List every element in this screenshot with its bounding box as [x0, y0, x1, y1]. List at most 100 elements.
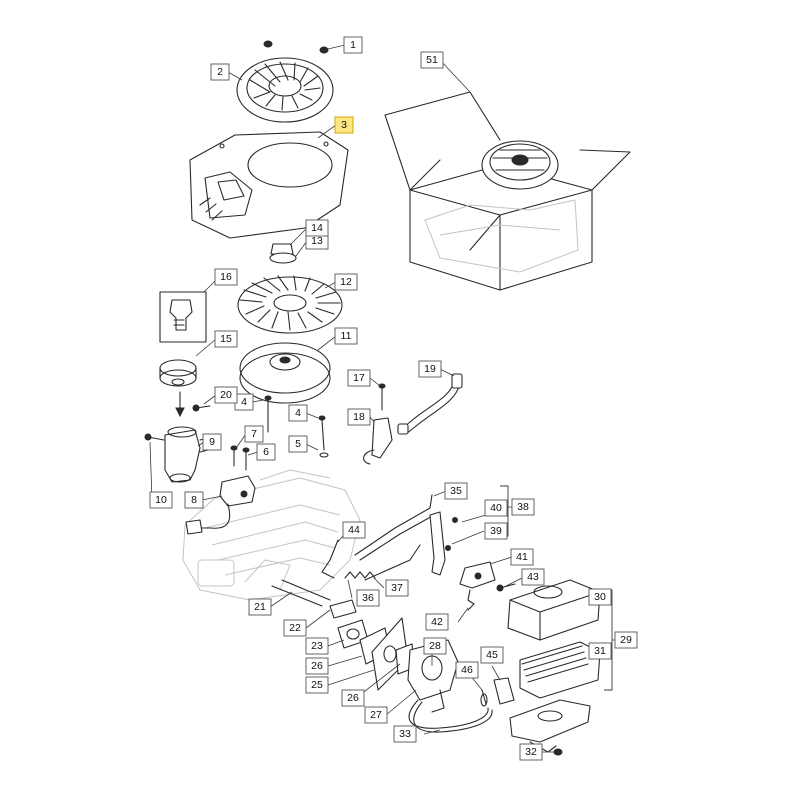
svg-text:38: 38: [517, 501, 529, 513]
callout-18: 18: [347, 408, 371, 426]
callout-22: 22: [283, 619, 307, 637]
callout-17: 17: [347, 369, 371, 387]
callout-26-upper: 26: [305, 657, 329, 675]
callout-32: 32: [519, 743, 543, 761]
blower-housing-part: [189, 131, 349, 239]
callout-36: 36: [356, 589, 380, 607]
callout-46: 46: [455, 661, 479, 679]
fan-part: [237, 275, 343, 334]
callout-3: 3: [334, 116, 354, 134]
svg-text:6: 6: [263, 446, 269, 458]
svg-text:45: 45: [486, 649, 498, 661]
svg-text:19: 19: [424, 363, 436, 375]
svg-text:51: 51: [426, 54, 438, 66]
callout-42: 42: [425, 613, 449, 631]
nut-part-1: [263, 40, 329, 54]
bolt-part-20: [192, 404, 211, 412]
svg-text:36: 36: [362, 592, 374, 604]
svg-text:9: 9: [209, 436, 215, 448]
svg-text:37: 37: [391, 582, 403, 594]
svg-text:21: 21: [254, 601, 266, 613]
callout-43: 43: [521, 568, 545, 586]
bolt-part-4b: [318, 415, 326, 451]
svg-text:33: 33: [399, 728, 411, 740]
callout-9: 9: [202, 433, 222, 451]
starter-gear-part: [159, 291, 207, 343]
nut-part-32: [553, 748, 563, 756]
callout-15: 15: [214, 330, 238, 348]
callout-19: 19: [418, 360, 442, 378]
callout-6: 6: [256, 443, 276, 461]
callout-11: 11: [334, 327, 358, 345]
spring-part-36: [344, 571, 376, 579]
leader-lines: [149, 44, 618, 753]
svg-text:5: 5: [295, 438, 301, 450]
fuel-line-part: [408, 699, 493, 733]
adapter-part-45: [493, 677, 515, 705]
air-filter-cover-part: [507, 579, 601, 641]
rod-part-35: [354, 494, 437, 561]
callout-30: 30: [588, 588, 612, 606]
governor-part-41: [459, 561, 496, 589]
callout-16: 16: [214, 268, 238, 286]
callout-33: 33: [393, 725, 417, 743]
svg-text:14: 14: [311, 222, 323, 234]
callout-13: 13: [305, 232, 329, 250]
cap-part-14: [270, 243, 294, 255]
gasket-part-46: [480, 689, 488, 707]
svg-text:4: 4: [295, 407, 301, 419]
carburetor-part: [407, 639, 459, 713]
gasket-part-22: [329, 599, 357, 619]
bolt-part-6: [242, 447, 250, 471]
clip-part-39: [445, 545, 451, 551]
svg-text:4: 4: [241, 396, 247, 408]
starter-guard-part: [236, 57, 334, 123]
stud-part-21: [271, 579, 331, 607]
svg-text:11: 11: [341, 330, 352, 342]
svg-text:28: 28: [429, 640, 441, 652]
callout-4-flywheel: 4: [234, 393, 254, 411]
callout-4-bolt: 4: [288, 404, 308, 422]
spring-part-37: [364, 544, 421, 581]
lever-part-38: [429, 511, 446, 576]
callout-20: 20: [214, 386, 238, 404]
svg-text:40: 40: [490, 502, 502, 514]
callout-7: 7: [244, 425, 264, 443]
svg-text:12: 12: [340, 276, 352, 288]
engine-block-outline: [182, 469, 361, 601]
callout-51: 51: [420, 51, 444, 69]
svg-text:26: 26: [347, 692, 359, 704]
svg-text:31: 31: [594, 645, 606, 657]
bracket-part-18: [363, 417, 393, 465]
svg-text:42: 42: [431, 616, 443, 628]
svg-text:8: 8: [191, 494, 197, 506]
washer-part-5: [319, 452, 329, 458]
svg-text:43: 43: [527, 571, 539, 583]
callout-5: 5: [288, 435, 308, 453]
svg-text:23: 23: [311, 640, 323, 652]
callout-38: 38: [511, 498, 535, 516]
svg-text:17: 17: [353, 372, 365, 384]
svg-text:30: 30: [594, 591, 606, 603]
air-filter-base-part: [509, 699, 591, 753]
linkage-part-44: [321, 539, 339, 579]
bolt-part-4a: [264, 395, 272, 433]
callout-31: 31: [588, 642, 612, 660]
callout-23: 23: [305, 637, 329, 655]
starter-motor-part: [144, 426, 209, 483]
callout-12: 12: [334, 273, 358, 291]
callout-14: 14: [305, 219, 329, 237]
svg-text:10: 10: [155, 494, 167, 506]
callout-1: 1: [343, 36, 363, 54]
svg-text:1: 1: [350, 39, 356, 51]
svg-text:29: 29: [620, 634, 632, 646]
screw-part-40: [452, 517, 458, 523]
callout-40: 40: [484, 499, 508, 517]
svg-text:15: 15: [220, 333, 232, 345]
svg-text:2: 2: [217, 66, 223, 78]
callout-37: 37: [385, 579, 409, 597]
bolt-part-7: [230, 445, 238, 467]
callout-8: 8: [184, 491, 204, 509]
svg-text:3: 3: [341, 119, 347, 131]
